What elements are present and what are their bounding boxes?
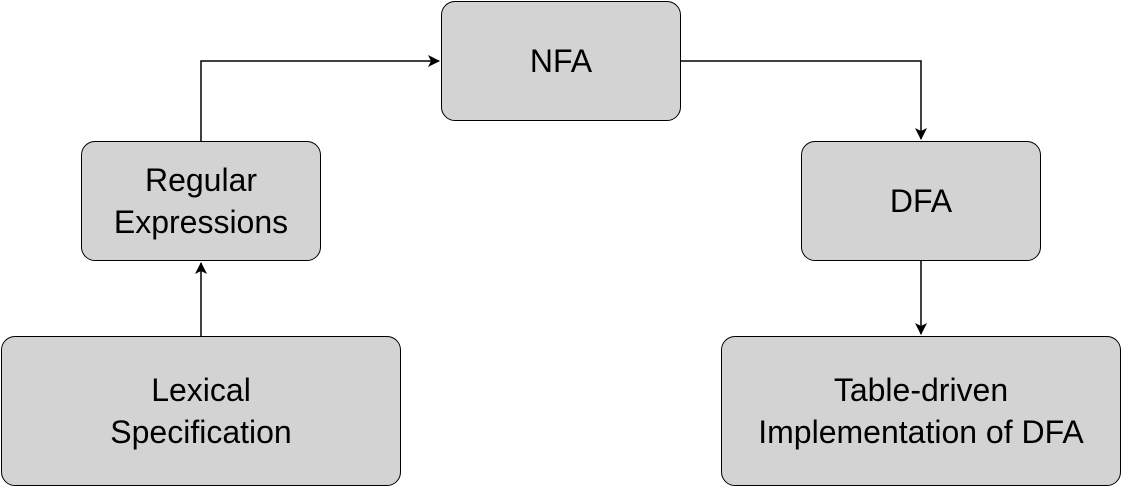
node-table-driven-implementation: Table-driven Implementation of DFA [721,336,1121,486]
node-lexical-specification: Lexical Specification [1,336,401,486]
edge-nfa-to-dfa [681,60,927,140]
node-nfa: NFA [441,1,681,121]
edge-regex-to-nfa [200,55,440,141]
node-table-driven-implementation-label: Table-driven Implementation of DFA [758,372,1084,450]
node-nfa-label: NFA [529,43,593,79]
node-dfa-label: DFA [889,183,953,219]
node-lexical-specification-label: Lexical Specification [110,372,292,450]
node-regular-expressions-label: Regular Expressions [113,162,289,240]
node-regular-expressions: Regular Expressions [81,141,321,261]
node-dfa: DFA [801,141,1041,261]
